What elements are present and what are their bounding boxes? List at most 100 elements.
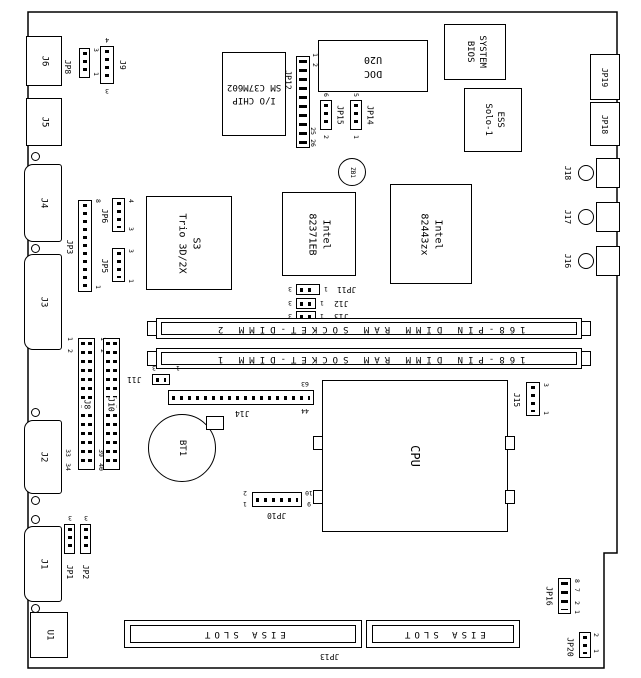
connector-j4: J4: [24, 164, 62, 242]
pin-label: 3: [152, 364, 156, 372]
chip-io-line1: I/O CHIP: [232, 95, 276, 106]
jumper-jp8-label: JP8: [63, 59, 73, 75]
connector-jp18-label: JP18: [600, 114, 610, 134]
jumper-jp11: [296, 284, 320, 295]
cpu-socket-tab: [313, 490, 323, 504]
eisa-slot-2: EISA SLOT: [366, 620, 520, 648]
connector-jp18: JP18: [590, 102, 620, 146]
jumper-jp2: [80, 524, 91, 554]
mounting-hole: [31, 152, 40, 161]
chip-io-line2: SM C37M602: [226, 83, 282, 93]
pin-label: 34: [64, 463, 72, 471]
jumper-jp10-label: JP10: [267, 510, 287, 520]
header-j8: J8: [78, 338, 95, 470]
dimm-slot-1-latch-right: [581, 351, 591, 366]
jumper-j12: [296, 298, 316, 309]
pin-label: 2: [322, 135, 330, 139]
connector-j6-label: J6: [39, 55, 49, 67]
connector-jp19: JP19: [590, 54, 620, 100]
chip-doc-u20: DOC U20: [318, 40, 428, 92]
pin-label: 3: [127, 227, 135, 231]
chip-io-c37m602: I/O CHIP SM C37M602: [222, 52, 286, 136]
battery-bt1: BT1: [148, 414, 216, 482]
component-zb1: ZB1: [338, 158, 366, 186]
component-u1-label: U1: [44, 629, 54, 641]
mounting-hole: [31, 408, 40, 417]
jack-j17-barrel: [578, 209, 594, 225]
mounting-hole: [31, 244, 40, 253]
cpu-socket: CPU: [322, 380, 508, 532]
jumper-jp5-label: JP5: [100, 258, 110, 274]
jumper-jp15: [320, 100, 332, 130]
connector-j5-label: J5: [39, 116, 49, 128]
pin-label: 3: [68, 514, 72, 522]
jack-j16-barrel: [578, 253, 594, 269]
header-j10-label: J10: [105, 396, 117, 412]
jack-j18: [596, 158, 620, 188]
jumper-jp1: [64, 524, 75, 554]
pin-label: 4: [105, 36, 109, 44]
dimm-slot-1: 168-PIN DIMM RAM SOCKET-DIMM 1: [156, 348, 582, 369]
jumper-jp8: [79, 48, 90, 78]
pin-label: 1: [324, 285, 328, 293]
pin-label: 3: [542, 383, 550, 387]
pin-label: 1: [573, 610, 581, 614]
chip-intel-82443zx: Intel 82443zx: [390, 184, 472, 284]
mounting-hole: [31, 496, 40, 505]
chip-sb-line1: Intel: [320, 218, 332, 250]
chip-system-bios: SYSTEM BIOS: [444, 24, 506, 80]
eisa-slot-1-label: EISA SLOT: [196, 629, 290, 639]
pin-label: 1: [542, 411, 550, 415]
jumper-j11: [152, 374, 170, 385]
eisa-slot-1: EISA SLOT: [124, 620, 362, 648]
pin-label: 1: [592, 649, 600, 653]
cpu-socket-tab: [505, 436, 515, 450]
header-j8-label: J8: [80, 399, 92, 409]
jack-j17: [596, 202, 620, 232]
jumper-jp14: [350, 100, 362, 130]
pin-label: 10: [305, 489, 313, 497]
eisa-slot-2-label: EISA SLOT: [396, 629, 490, 639]
pin-label: 3: [105, 87, 109, 95]
dimm-slot-2: 168-PIN DIMM RAM SOCKET-DIMM 2: [156, 318, 582, 339]
connector-j1-label: J1: [38, 558, 48, 570]
chip-bios-line2: BIOS: [464, 41, 475, 63]
cpu-socket-tab: [505, 490, 515, 504]
connector-jp19-label: JP19: [600, 67, 610, 87]
header-jp3: [78, 200, 92, 292]
jumper-jp6-label: JP6: [100, 208, 110, 224]
jumper-jp14-label: JP14: [365, 105, 375, 125]
connector-j3: J3: [24, 254, 62, 350]
pin-label: 9: [307, 500, 311, 508]
chip-ess-solo1: ESS Solo-1: [464, 88, 522, 152]
header-jp3-label: JP3: [65, 239, 75, 255]
jumper-j12-label: J12: [333, 299, 349, 308]
pin-label: 39: [97, 449, 105, 457]
component-zb1-label: ZB1: [348, 166, 356, 178]
chip-ess-line1: ESS: [494, 111, 505, 129]
connector-j5: J5: [26, 98, 62, 146]
pin-label: 1: [352, 135, 360, 139]
jumper-jp20: [579, 632, 591, 658]
cpu-socket-tab: [313, 436, 323, 450]
jack-j18-label: J18: [563, 165, 573, 181]
dimm-slot-2-latch-right: [581, 321, 591, 336]
header-jp12: [296, 56, 310, 148]
connector-j1: J1: [24, 526, 62, 602]
chip-s3-line1: S3: [190, 236, 202, 250]
chip-sb-line2: 82371EB: [307, 212, 318, 256]
pin-label: 2: [66, 349, 74, 353]
pin-label: 1: [320, 299, 324, 307]
jumper-jp16-label: JP16: [545, 586, 555, 606]
cpu-label: CPU: [408, 445, 422, 467]
jumper-jp13-label: JP13: [320, 652, 340, 661]
jumper-j15-label: J15: [512, 392, 522, 408]
pin-label: 44: [301, 407, 309, 415]
mounting-hole: [31, 515, 40, 524]
jack-j18-barrel: [578, 165, 594, 181]
chip-nb-line2: 82443zx: [419, 212, 430, 256]
connector-j6: J6: [26, 36, 62, 86]
pin-label: 40: [97, 463, 105, 471]
